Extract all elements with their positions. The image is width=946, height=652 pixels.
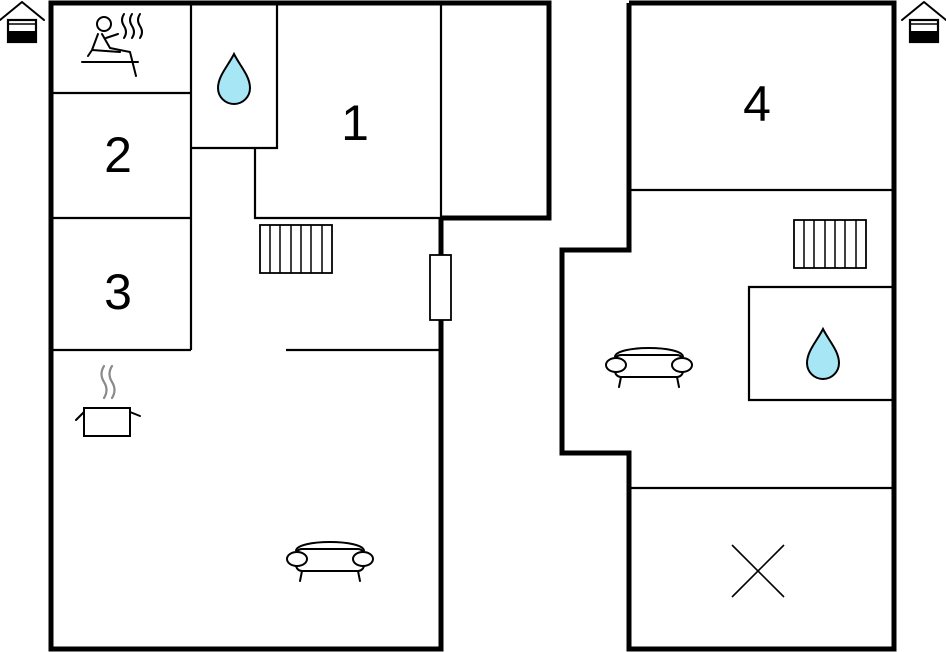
upper-floor-outer-wall (559, 0, 897, 652)
sofa-icon (605, 347, 693, 388)
room-3-label: 3 (104, 264, 132, 320)
ground-floor-outer-wall (48, 0, 552, 652)
room-1-label: 1 (341, 95, 369, 151)
ground-floor: 1 2 3 (0, 0, 552, 652)
sauna-icon (81, 13, 143, 77)
house-floor-icon (0, 0, 46, 44)
water-drop-icon (217, 53, 251, 105)
sofa-icon (286, 541, 374, 582)
door-icon (429, 254, 452, 321)
house-floor-icon (900, 0, 946, 44)
room-1-wall (253, 148, 441, 220)
bathroom-wall (191, 3, 279, 150)
cooking-pot-icon (75, 364, 141, 437)
radiator-icon (793, 219, 867, 269)
room-2-label: 2 (104, 127, 132, 183)
water-drop-icon (806, 328, 840, 380)
bathroom-wall (747, 285, 894, 402)
radiator-icon (259, 224, 333, 274)
room-4-label: 4 (743, 76, 771, 132)
void-cross-icon (731, 544, 785, 598)
upper-floor: 4 (559, 0, 946, 652)
